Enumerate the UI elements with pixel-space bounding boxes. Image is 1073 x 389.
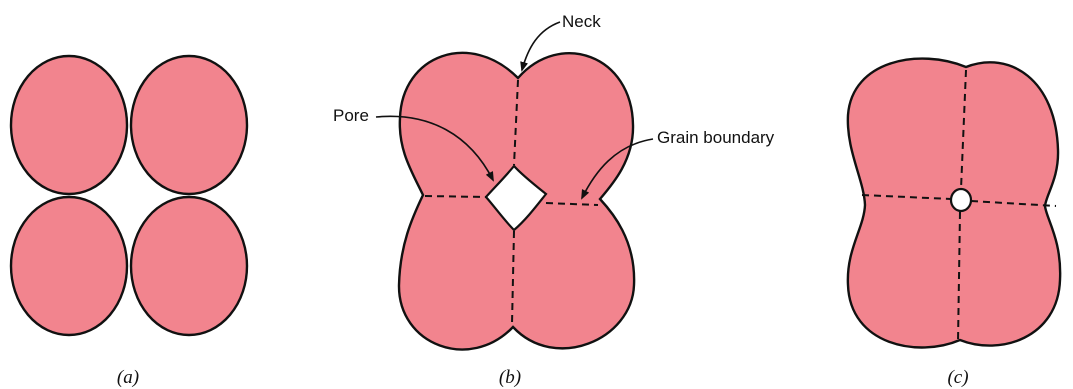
caption-c: (c)	[947, 367, 968, 388]
label-neck: Neck	[562, 12, 601, 31]
particle-top-right	[131, 56, 247, 194]
panel-a: (a)	[11, 56, 247, 388]
panel-c: (c)	[848, 59, 1060, 388]
caption-a: (a)	[117, 367, 139, 388]
particle-bottom-right	[131, 197, 247, 335]
particle-top-left	[11, 56, 127, 194]
label-pore: Pore	[333, 106, 369, 125]
pore-c	[951, 189, 971, 211]
panel-b: Neck Pore Grain boundary (b)	[333, 12, 775, 388]
caption-b: (b)	[499, 367, 521, 388]
particle-bottom-left	[11, 197, 127, 335]
label-grain-boundary: Grain boundary	[657, 128, 775, 147]
